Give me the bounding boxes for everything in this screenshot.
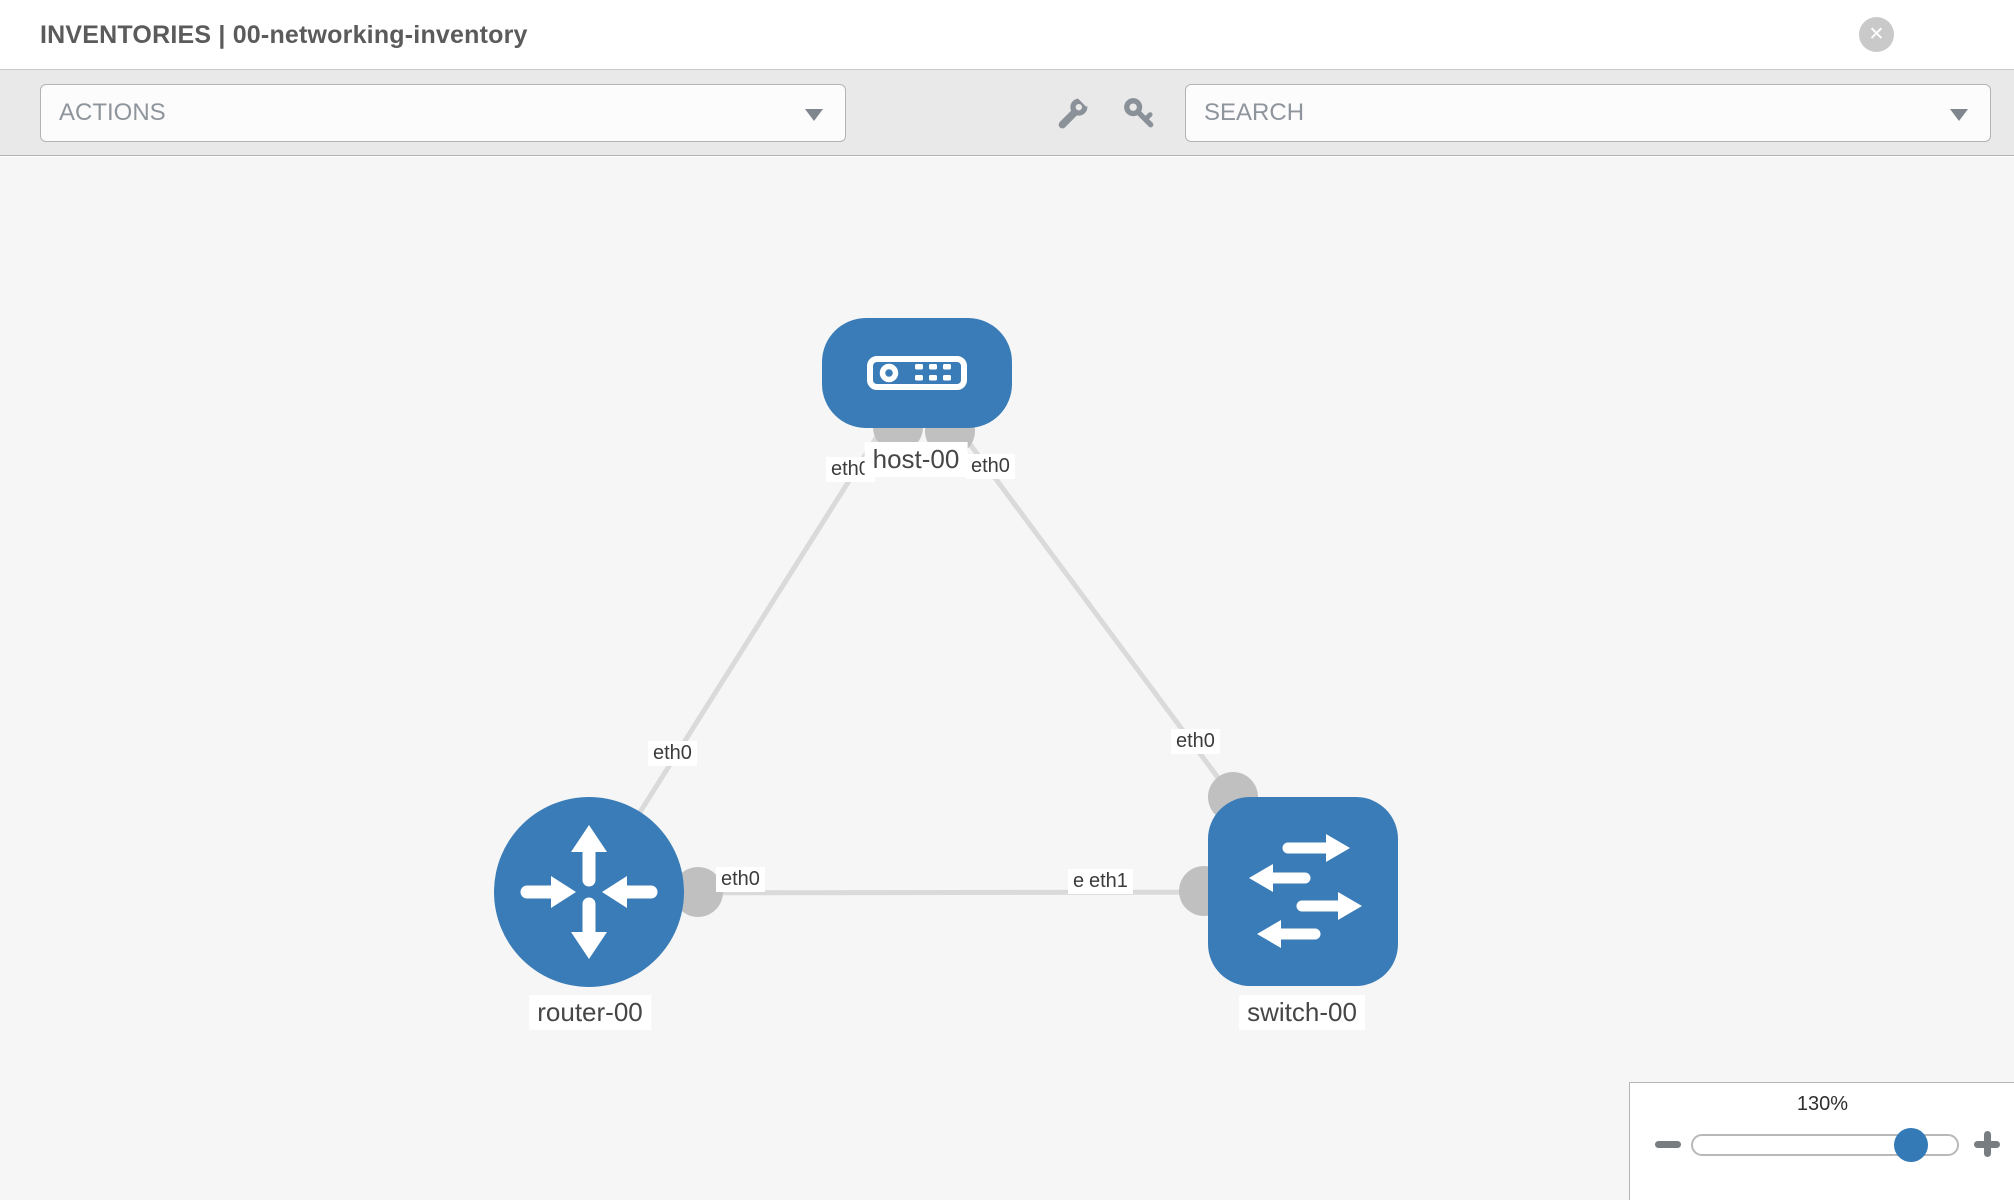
search-dropdown[interactable] bbox=[1185, 84, 1991, 142]
zoom-slider[interactable] bbox=[1691, 1128, 1959, 1162]
wrench-icon[interactable] bbox=[1056, 96, 1090, 130]
close-button[interactable]: ✕ bbox=[1859, 17, 1894, 52]
node-router-00[interactable] bbox=[494, 797, 684, 987]
chevron-down-icon bbox=[1950, 109, 1968, 121]
chevron-down-icon bbox=[805, 109, 823, 121]
topology-canvas[interactable]: host-00 router-00 switch-00 eth0 eth0 et… bbox=[0, 157, 2014, 1200]
iface-label-router-eth0-to-host: eth0 bbox=[648, 741, 697, 766]
iface-label-host-eth0-to-switch: eth0 bbox=[966, 454, 1015, 479]
host-icon bbox=[867, 356, 967, 390]
toolbar: ACTIONS bbox=[0, 70, 2014, 156]
header: INVENTORIES | 00-networking-inventory ✕ bbox=[0, 0, 2014, 70]
actions-dropdown[interactable]: ACTIONS bbox=[40, 84, 846, 142]
zoom-out-button[interactable] bbox=[1652, 1129, 1684, 1159]
iface-label-switch-eth1-to-router: eth1 bbox=[1084, 869, 1133, 894]
zoom-in-button[interactable] bbox=[1971, 1129, 2003, 1159]
links-layer bbox=[586, 371, 1306, 917]
router-icon bbox=[520, 825, 658, 959]
node-label-router: router-00 bbox=[529, 995, 651, 1030]
search-input[interactable] bbox=[1204, 99, 1990, 127]
zoom-slider-thumb[interactable] bbox=[1894, 1128, 1928, 1162]
page-title: INVENTORIES | 00-networking-inventory bbox=[40, 21, 528, 49]
close-icon: ✕ bbox=[1868, 24, 1885, 45]
interface-connector bbox=[673, 867, 723, 917]
node-label-switch: switch-00 bbox=[1239, 995, 1365, 1030]
iface-label-switch-eth0-to-host: eth0 bbox=[1171, 729, 1220, 754]
zoom-level: 130% bbox=[1796, 1093, 1849, 1115]
zoom-panel: 130% bbox=[1629, 1082, 2014, 1200]
node-switch-00[interactable] bbox=[1208, 797, 1398, 986]
node-label-host: host-00 bbox=[864, 442, 968, 477]
switch-icon bbox=[1249, 833, 1362, 948]
key-icon[interactable] bbox=[1122, 96, 1156, 130]
node-host-00[interactable] bbox=[822, 318, 1012, 428]
actions-dropdown-label: ACTIONS bbox=[59, 99, 166, 126]
iface-label-router-eth0-to-switch: eth0 bbox=[716, 867, 765, 892]
